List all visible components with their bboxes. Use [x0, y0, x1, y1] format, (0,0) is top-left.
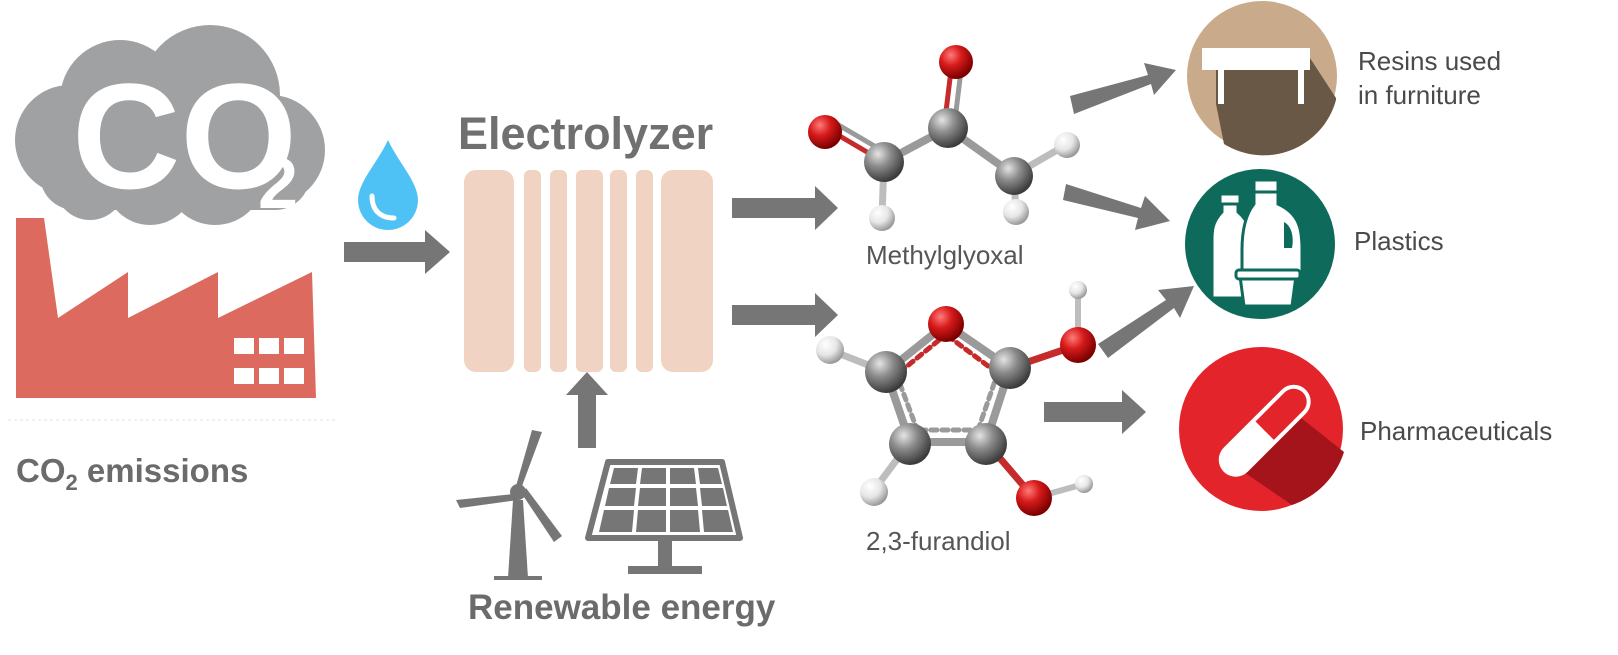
cloud-subscript-2: 2: [258, 144, 298, 224]
pill-icon: [1179, 347, 1344, 511]
arrow-to-furandiol: [732, 293, 838, 337]
electrolyzer-title: Electrolyzer: [458, 108, 714, 159]
process-arrows: [344, 63, 1194, 448]
arrow-to-pharma: [1044, 390, 1146, 434]
arrow-to-plastics-1: [1063, 184, 1170, 230]
pharmaceuticals-label: Pharmaceuticals: [1360, 416, 1553, 446]
table-icon: [1187, 1, 1337, 156]
methylglyoxal-label: Methylglyoxal: [866, 240, 1024, 270]
resins-label-line2: in furniture: [1358, 80, 1481, 110]
arrow-into-electrolyzer: [344, 230, 450, 274]
electrolyzer-icon: [464, 170, 713, 372]
arrow-energy-up: [566, 372, 608, 448]
bottles-icon: [1185, 169, 1335, 319]
renewable-energy-title: Renewable energy: [468, 588, 776, 627]
solar-panel-icon: [585, 459, 743, 574]
furandiol-label: 2,3-furandiol: [866, 526, 1011, 556]
co2-emissions-caption: CO2 emissions: [16, 452, 249, 495]
arrow-to-resins: [1070, 63, 1176, 114]
cloud-co-text: CO: [72, 52, 297, 220]
plastics-label: Plastics: [1354, 226, 1444, 256]
water-drop-icon: [358, 140, 418, 230]
resins-label: Resins used in furniture: [1358, 44, 1501, 112]
methylglyoxal-molecule: [808, 45, 1080, 231]
factory-icon: [8, 218, 336, 421]
arrow-to-plastics-2: [1098, 286, 1194, 358]
arrow-to-methylglyoxal: [732, 186, 838, 230]
furandiol-molecule: [816, 281, 1096, 516]
wind-turbine-icon: [456, 430, 562, 580]
co2-cloud-icon: CO 2: [15, 25, 325, 225]
resins-label-line1: Resins used: [1358, 46, 1502, 76]
